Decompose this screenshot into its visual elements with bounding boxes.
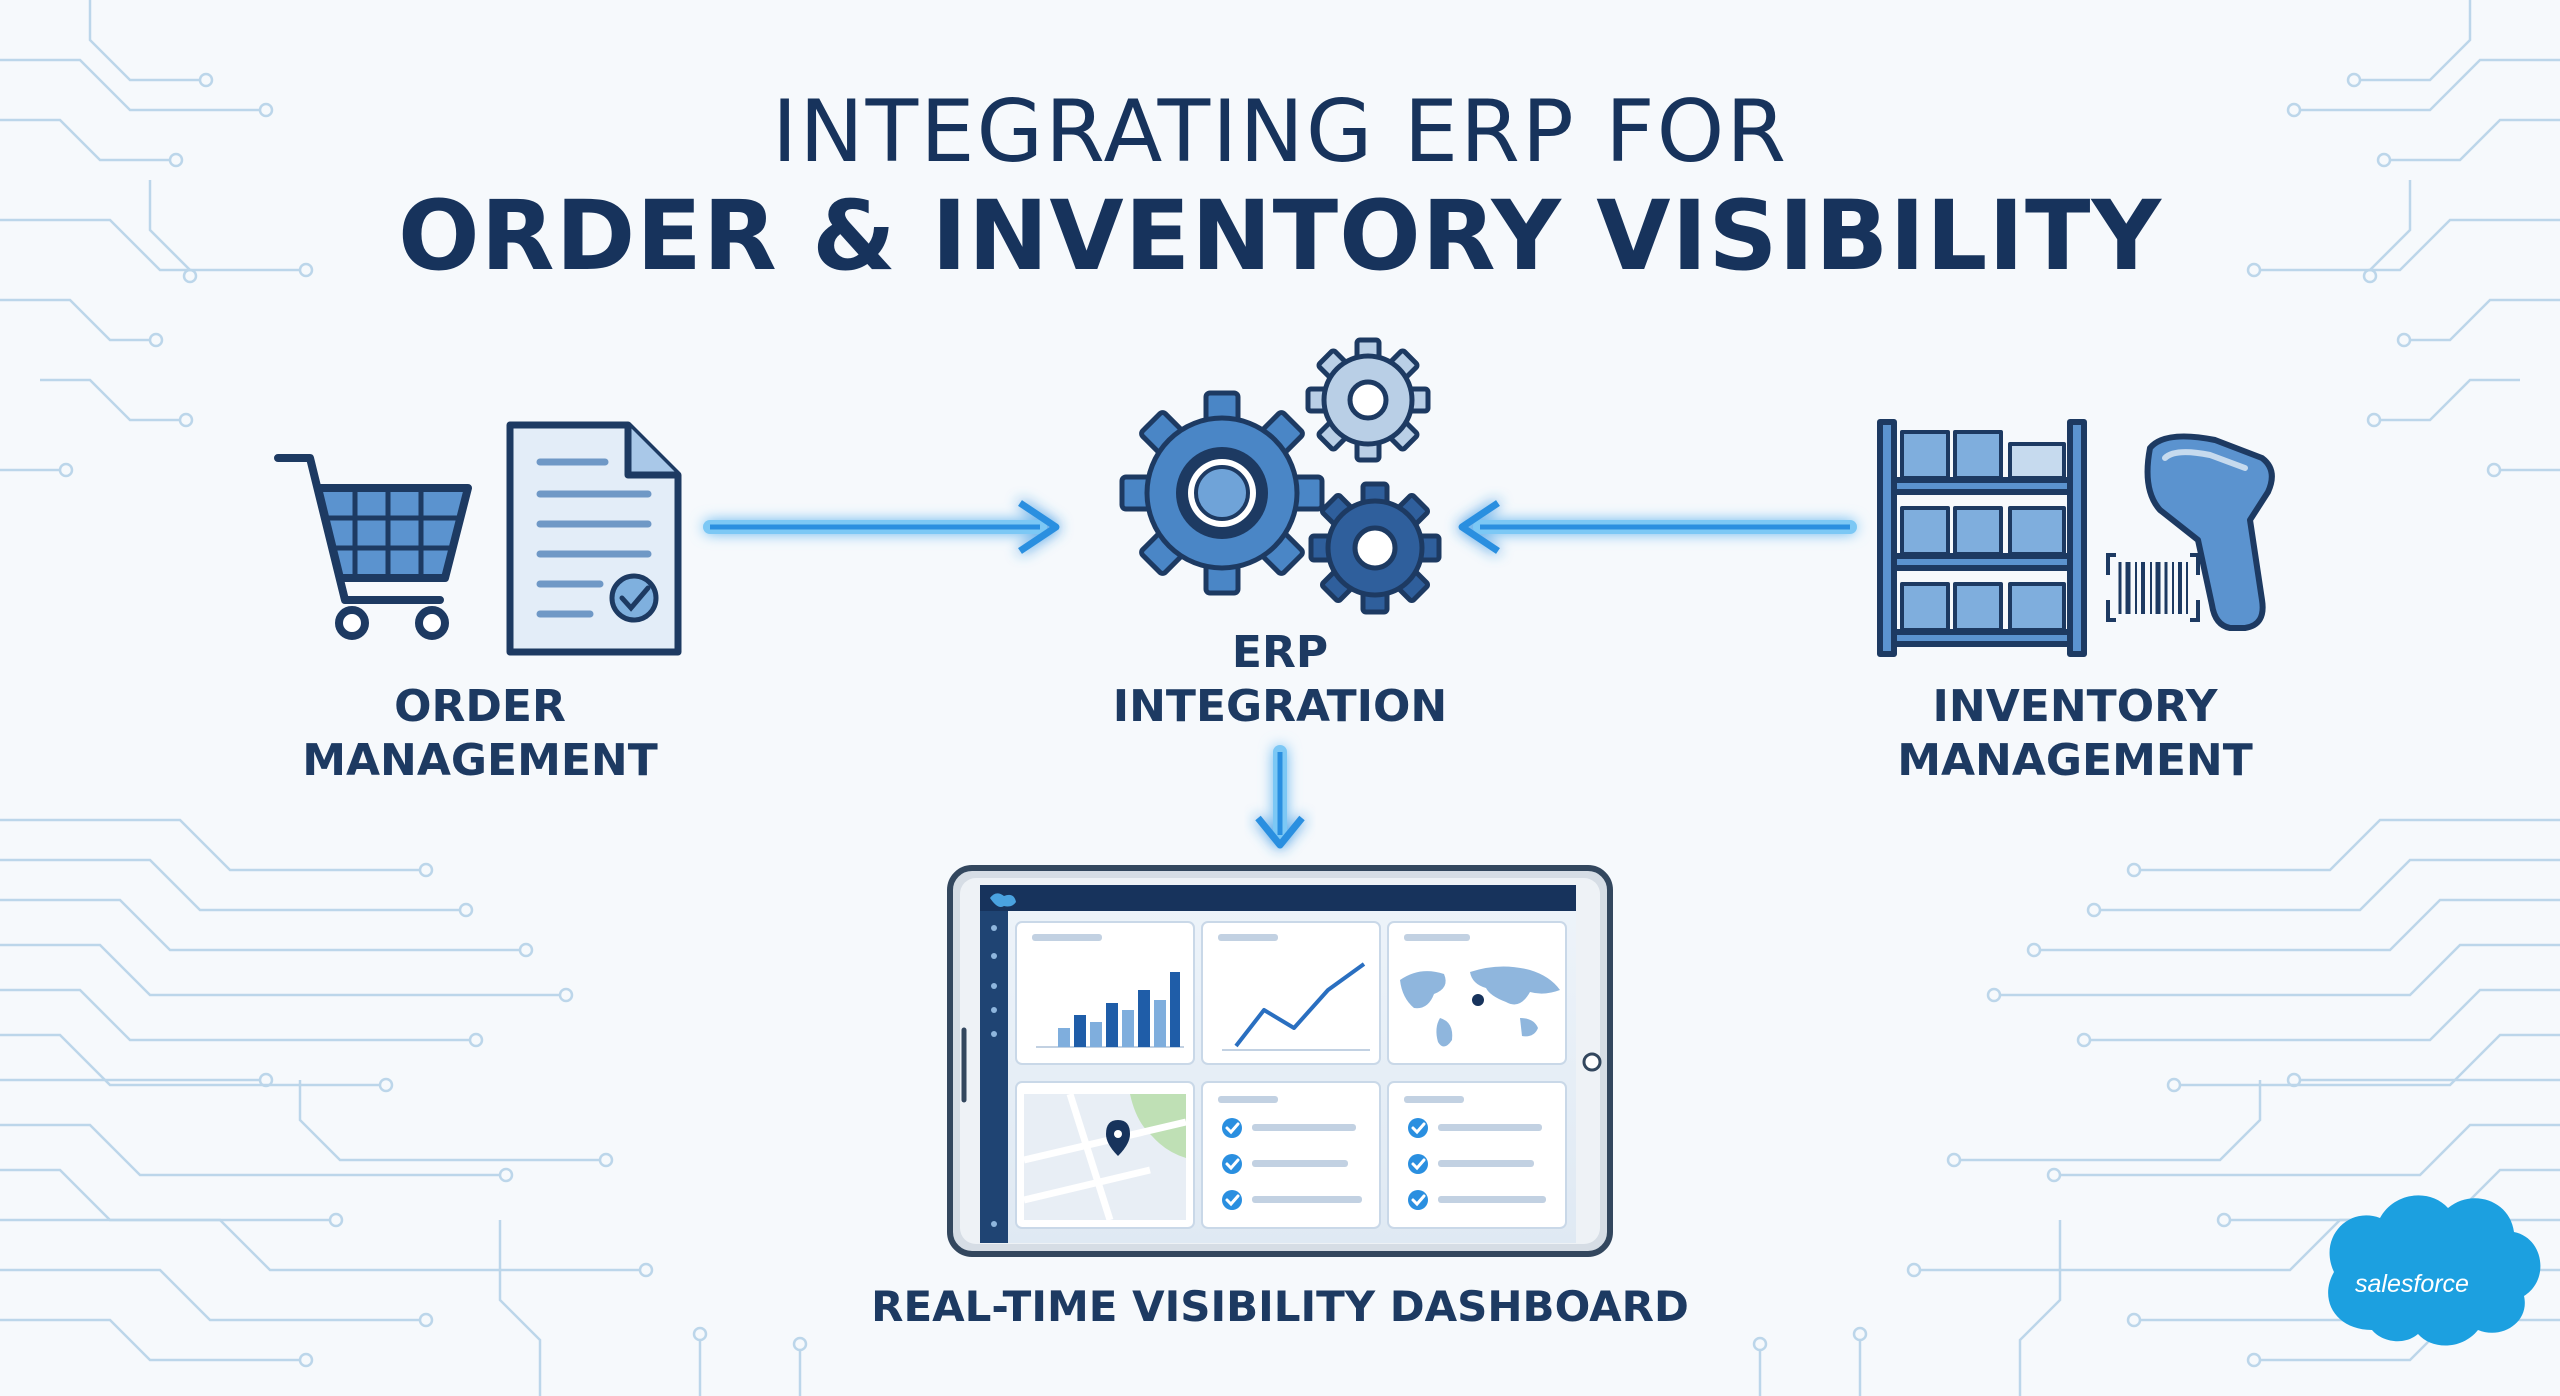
arrow-inventory-to-erp (1458, 500, 1857, 554)
gears-icon (1119, 337, 1442, 615)
arrow-erp-to-dashboard (1255, 745, 1305, 849)
order-label-line-2: MANAGEMENT (302, 735, 658, 786)
barcode-scanner-icon (2106, 433, 2275, 631)
erp-integration-label: ERP INTEGRATION (1030, 626, 1530, 734)
erp-label-line-1: ERP (1231, 627, 1329, 678)
order-document-icon (506, 421, 682, 656)
tablet-dashboard-icon (947, 865, 1613, 1257)
warehouse-shelf-icon (1877, 419, 2087, 657)
order-management-label: ORDER MANAGEMENT (230, 680, 730, 788)
inventory-management-label: INVENTORY MANAGEMENT (1825, 680, 2325, 788)
inventory-label-line-1: INVENTORY (1932, 681, 2218, 732)
salesforce-logo (2328, 1195, 2541, 1346)
title-line-1: INTEGRATING ERP FOR (771, 82, 1789, 182)
salesforce-logo-text: salesforce (2355, 1270, 2469, 1298)
order-label-line-1: ORDER (394, 681, 566, 732)
inventory-label-line-2: MANAGEMENT (1897, 735, 2253, 786)
arrow-order-to-erp (703, 500, 1060, 554)
dashboard-label: REAL-TIME VISIBILITY DASHBOARD (871, 1282, 1689, 1331)
title-line-2: ORDER & INVENTORY VISIBILITY (398, 180, 2162, 292)
erp-label-line-2: INTEGRATION (1112, 681, 1448, 732)
shopping-cart-icon (274, 454, 472, 640)
